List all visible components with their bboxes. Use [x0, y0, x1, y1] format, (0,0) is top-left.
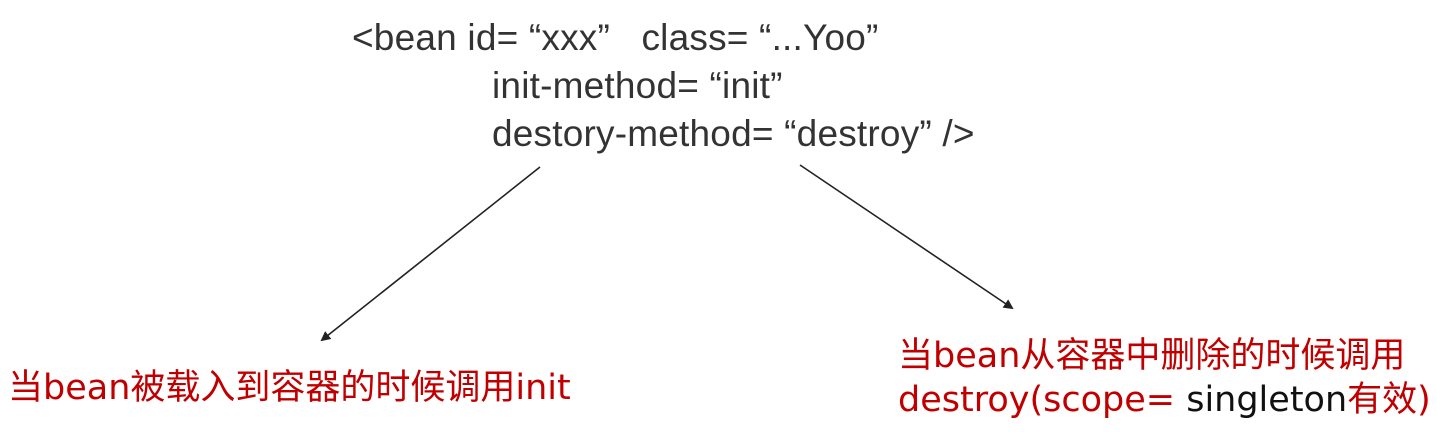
- destroy-note-line2: destroy(scope= singleton有效): [898, 378, 1431, 422]
- arrow-to-init-note: [320, 166, 541, 342]
- init-method-line: init-method= “init”: [492, 65, 783, 106]
- destroy-method-line: destory-method= “destroy” />: [492, 113, 975, 154]
- destroy-note-suffix: 有效): [1347, 380, 1431, 420]
- singleton-word: singleton: [1186, 380, 1348, 420]
- bean-tag-line: <bean id= “xxx” class= “...Yoo”: [352, 17, 879, 58]
- init-note: 当bean被载入到容器的时候调用init: [8, 368, 571, 408]
- destroy-note-line1: 当bean从容器中删除的时候调用: [898, 336, 1406, 376]
- arrow-to-destroy-note: [799, 164, 1014, 310]
- destroy-note-prefix: destroy(scope=: [898, 380, 1187, 420]
